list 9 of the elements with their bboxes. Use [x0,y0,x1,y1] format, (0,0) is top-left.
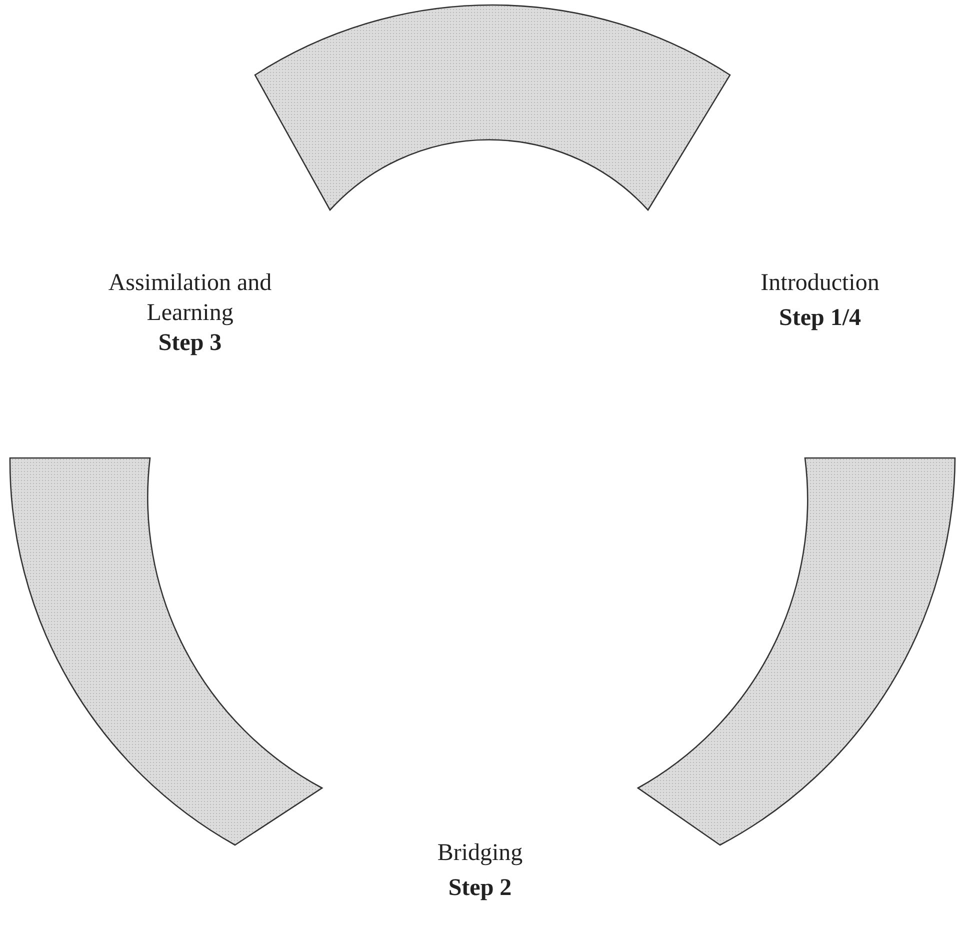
step-number: Step 2 [447,874,513,903]
step-number: Step 3 [157,329,223,358]
arc-segment [9,457,323,846]
stage-name: Assimilation and Learning [107,269,273,328]
arc-segment [637,457,956,846]
stage-name: Introduction [760,269,880,298]
arc-segment [254,5,731,211]
step-number: Step 1/4 [778,304,862,333]
stage-name: Bridging [436,839,524,868]
